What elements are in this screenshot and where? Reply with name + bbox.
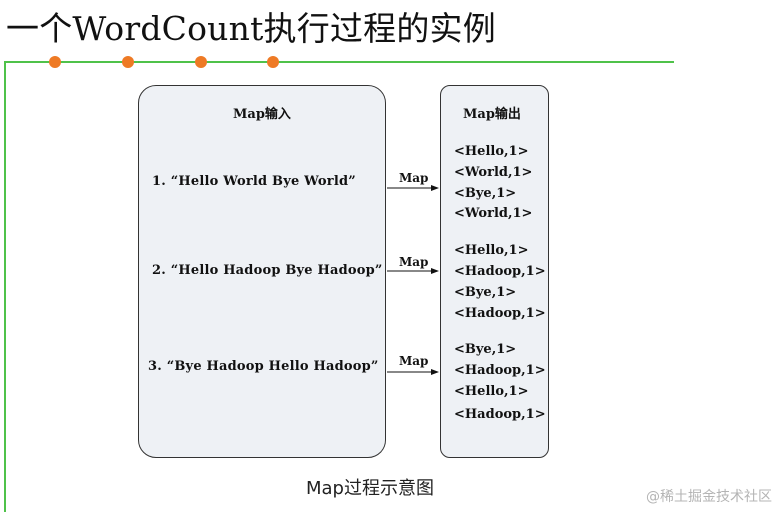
slide-title: 一个WordCount执行过程的实例 <box>6 9 496 48</box>
output-pair: <Bye,1> <box>454 186 517 201</box>
map-arrow-2 <box>387 268 439 274</box>
map-arrow-1 <box>387 185 439 191</box>
output-pair: <Hello,1> <box>454 384 529 399</box>
output-pair: <Hadoop,1> <box>454 363 546 378</box>
output-pair: <World,1> <box>454 206 533 221</box>
map-output-box <box>440 85 549 458</box>
watermark: @稀土掘金技术社区 <box>646 489 772 505</box>
output-pair: <Hello,1> <box>454 243 529 258</box>
input-line-1: 1. “Hello World Bye World” <box>152 174 356 189</box>
map-input-box <box>138 85 386 458</box>
left-border-line <box>4 61 6 512</box>
map-arrow-label-2: Map <box>399 255 429 269</box>
output-pair: <Hello,1> <box>454 144 529 159</box>
output-pair: <World,1> <box>454 165 533 180</box>
map-arrow-label-3: Map <box>399 354 429 368</box>
orange-dot <box>49 56 61 68</box>
output-pair: <Hadoop,1> <box>454 407 546 422</box>
orange-dot <box>122 56 134 68</box>
title-underline <box>4 61 674 63</box>
map-input-header: Map输入 <box>233 107 291 122</box>
output-pair: <Bye,1> <box>454 342 517 357</box>
output-pair: <Hadoop,1> <box>454 306 546 321</box>
input-line-3: 3. “Bye Hadoop Hello Hadoop” <box>148 359 379 374</box>
output-pair: <Hadoop,1> <box>454 264 546 279</box>
orange-dot <box>267 56 279 68</box>
map-arrow-label-1: Map <box>399 171 429 185</box>
input-line-2: 2. “Hello Hadoop Bye Hadoop” <box>152 263 383 278</box>
map-arrow-3 <box>387 369 439 375</box>
map-output-header: Map输出 <box>463 107 521 122</box>
output-pair: <Bye,1> <box>454 285 517 300</box>
orange-dot <box>195 56 207 68</box>
figure-caption: Map过程示意图 <box>306 478 434 499</box>
